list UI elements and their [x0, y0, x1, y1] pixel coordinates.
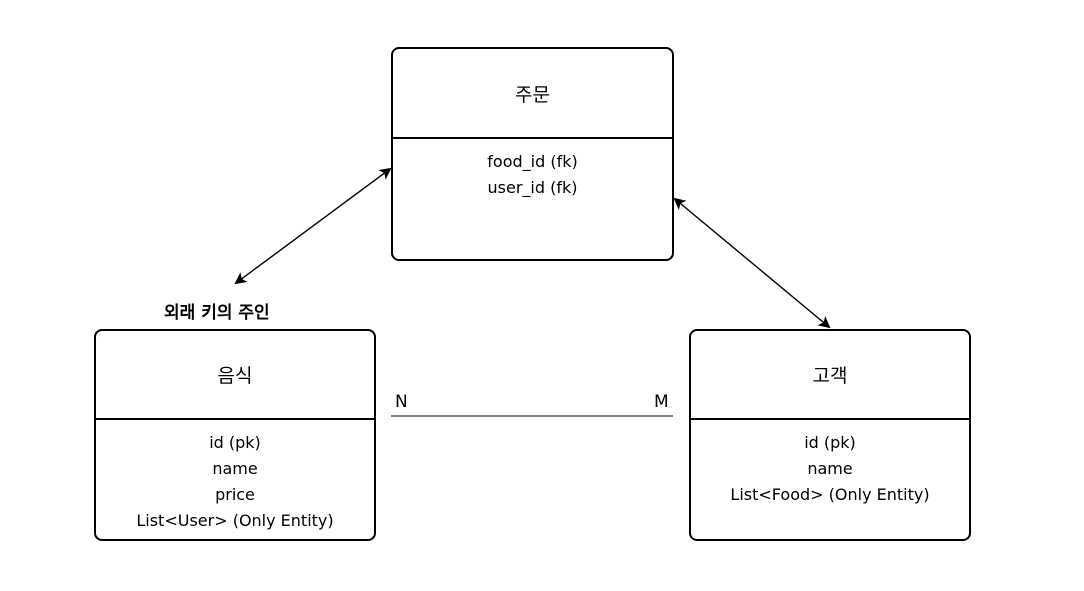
foreign-key-owner-label: 외래 키의 주인	[164, 303, 270, 323]
order-entity-title: 주문	[393, 49, 672, 139]
food-entity: 음식 id (pk) name price List<User> (Only E…	[94, 329, 376, 541]
order-entity-fields: food_id (fk) user_id (fk)	[393, 139, 672, 201]
order-field-food-id: food_id (fk)	[487, 152, 578, 171]
food-field-id: id (pk)	[209, 433, 261, 452]
customer-field-id: id (pk)	[804, 433, 856, 452]
food-field-name: name	[212, 459, 258, 478]
food-entity-title: 음식	[96, 331, 374, 420]
cardinality-n-label: N	[395, 392, 408, 412]
customer-entity: 고객 id (pk) name List<Food> (Only Entity)	[689, 329, 971, 541]
order-entity: 주문 food_id (fk) user_id (fk)	[391, 47, 674, 261]
cardinality-m-label: M	[654, 392, 669, 412]
food-entity-fields: id (pk) name price List<User> (Only Enti…	[96, 420, 374, 534]
food-order-arrow	[234, 167, 392, 285]
customer-field-food-list: List<Food> (Only Entity)	[730, 485, 930, 504]
food-field-user-list: List<User> (Only Entity)	[136, 511, 334, 530]
customer-field-name: name	[807, 459, 853, 478]
customer-entity-title: 고객	[691, 331, 969, 420]
order-customer-arrow	[673, 197, 831, 329]
order-field-user-id: user_id (fk)	[487, 178, 578, 197]
food-field-price: price	[215, 485, 255, 504]
customer-entity-fields: id (pk) name List<Food> (Only Entity)	[691, 420, 969, 508]
